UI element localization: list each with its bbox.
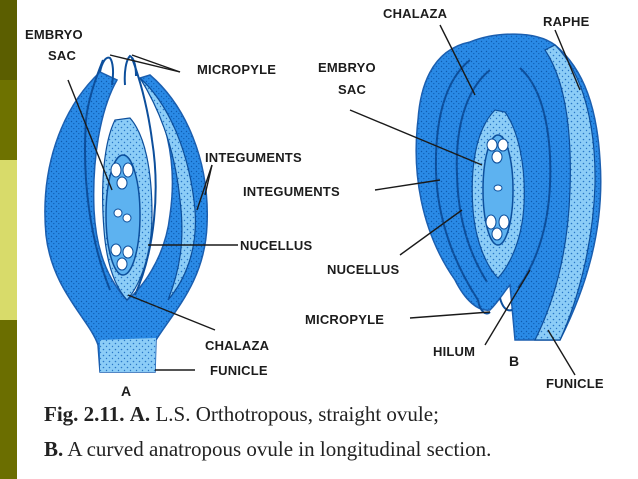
ovule-a-integument-left (84, 59, 111, 291)
sidebar-stripe-2 (0, 80, 17, 160)
caption-line-1: Fig. 2.11. A. L.S. Orthotropous, straigh… (44, 402, 439, 427)
ovule-a (44, 54, 208, 373)
caption-text-a: L.S. Orthotropous, straight ovule; (155, 402, 439, 426)
label-b-raphe: RAPHE (543, 14, 590, 29)
caption-part-a: A. (129, 402, 151, 426)
sidebar-stripe-1 (0, 0, 17, 80)
label-a-chalaza: CHALAZA (205, 338, 270, 353)
ovule-a-micropyle-tips (99, 54, 137, 86)
sublabel-b: B (509, 353, 520, 369)
caption-fig-number: Fig. 2.11. (44, 402, 125, 426)
ovule-a-funicle (100, 338, 156, 372)
figure (17, 0, 638, 479)
ovule-b-integument-right (517, 67, 552, 289)
caption-part-b: B. (44, 437, 64, 461)
ovule-b-egg-apparatus (485, 138, 510, 241)
ovule-b (415, 33, 602, 341)
label-b-integuments: INTEGUMENTS (243, 184, 340, 199)
label-a-embryo-sac-1: EMBRYO (25, 27, 83, 42)
label-b-embryo-sac-1: EMBRYO (318, 60, 376, 75)
sidebar-stripe-4 (0, 320, 17, 479)
label-b-hilum: HILUM (433, 344, 476, 359)
label-b-embryo-sac-2: SAC (338, 82, 367, 97)
label-b-chalaza: CHALAZA (383, 6, 448, 21)
label-a-integuments: INTEGUMENTS (205, 150, 302, 165)
ovule-a-egg-apparatus (110, 162, 134, 271)
label-a-funicle: FUNICLE (210, 363, 268, 378)
sublabel-a: A (121, 383, 132, 399)
label-b-funicle: FUNICLE (546, 376, 604, 391)
ovule-b-integument-inner (455, 69, 491, 283)
ovule-b-raphe (534, 44, 596, 341)
label-b-nucellus: NUCELLUS (327, 262, 400, 277)
caption-text-b: A curved anatropous ovule in longitudina… (67, 437, 492, 461)
leader-lines (67, 24, 581, 376)
caption-line-2: B. A curved anatropous ovule in longitud… (44, 437, 491, 462)
label-b-micropyle: MICROPYLE (305, 312, 385, 327)
ovule-diagrams (44, 24, 602, 376)
sidebar-stripe-3 (0, 160, 17, 320)
label-a-micropyle: MICROPYLE (197, 62, 277, 77)
ovule-b-integument-outer (434, 59, 479, 301)
label-a-nucellus: NUCELLUS (240, 238, 313, 253)
label-a-embryo-sac-2: SAC (48, 48, 77, 63)
